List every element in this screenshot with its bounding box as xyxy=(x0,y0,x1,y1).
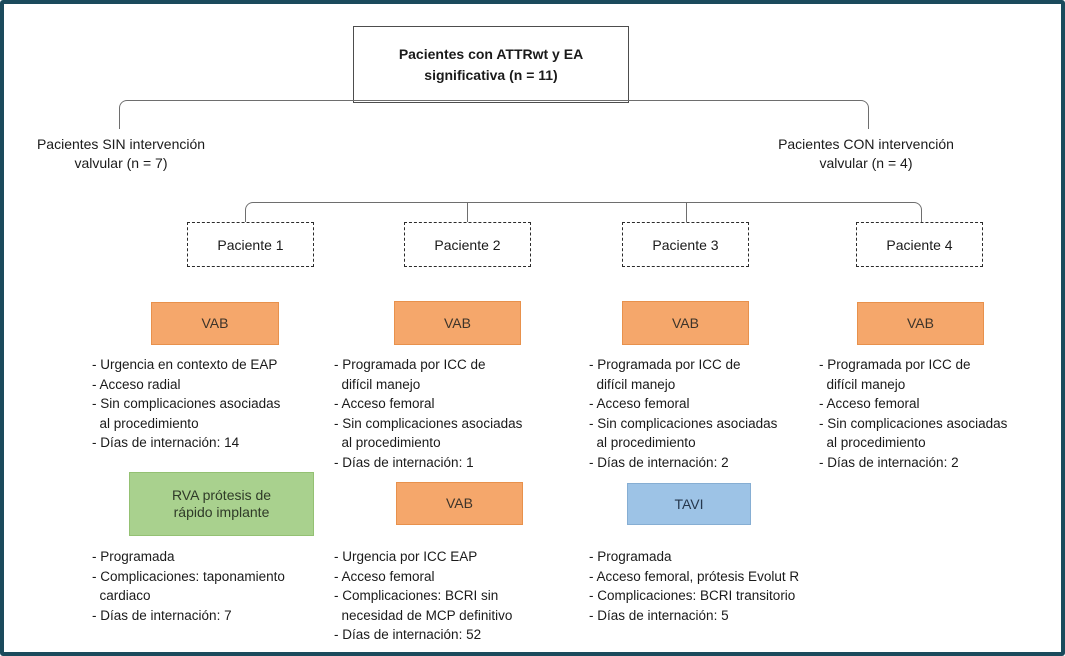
procedure-label: VAB xyxy=(444,314,471,331)
procedure-label: VAB xyxy=(907,315,934,331)
vab-box-paciente1: VAB xyxy=(151,302,279,345)
procedure-label: VAB xyxy=(201,315,229,331)
connector-tick-paciente2 xyxy=(467,202,468,222)
vab-box-paciente2-2: VAB xyxy=(396,482,523,525)
vab-box-paciente4: VAB xyxy=(857,302,984,345)
vab-box-paciente2-1: VAB xyxy=(394,301,521,345)
level1-connector xyxy=(119,100,869,129)
patient-box-3: Paciente 3 xyxy=(622,222,749,267)
details-paciente3-vab: - Programada por ICC de difícil manejo -… xyxy=(589,357,778,470)
patient-box-1: Paciente 1 xyxy=(187,222,314,267)
details-paciente3-tavi: - Programada - Acceso femoral, prótesis … xyxy=(589,549,800,623)
details-paciente2-vab1: - Programada por ICC de difícil manejo -… xyxy=(334,357,523,470)
branch-label-con-intervencion: Pacientes CON intervención valvular (n =… xyxy=(778,136,954,171)
details-paciente4-vab: - Programada por ICC de difícil manejo -… xyxy=(819,357,1008,470)
level2-connector xyxy=(245,202,922,223)
procedure-label: VAB xyxy=(672,314,699,331)
procedure-label: RVA prótesis de rápido implante xyxy=(171,487,272,520)
patient-box-2: Paciente 2 xyxy=(404,222,531,267)
branch-label-sin-intervencion: Pacientes SIN intervención valvular (n =… xyxy=(36,136,206,171)
patient-box-4: Paciente 4 xyxy=(856,222,983,267)
rva-box-paciente1: RVA prótesis de rápido implante xyxy=(129,472,314,536)
procedure-label: TAVI xyxy=(674,495,704,512)
procedure-label: VAB xyxy=(446,495,473,511)
vab-box-paciente3: VAB xyxy=(622,301,749,345)
patient-label: Paciente 2 xyxy=(434,236,501,253)
connector-tick-paciente3 xyxy=(686,202,687,222)
details-paciente2-vab2: - Urgencia por ICC EAP - Acceso femoral … xyxy=(334,549,513,642)
patient-label: Paciente 1 xyxy=(217,236,284,253)
root-node-label: Pacientes con ATTRwt y EA significativa … xyxy=(398,46,584,83)
patient-label: Paciente 4 xyxy=(886,236,953,253)
details-paciente1-vab: - Urgencia en contexto de EAP - Acceso r… xyxy=(92,357,281,450)
tavi-box-paciente3: TAVI xyxy=(627,483,751,525)
patient-label: Paciente 3 xyxy=(652,236,719,253)
root-node: Pacientes con ATTRwt y EA significativa … xyxy=(353,26,629,103)
details-paciente1-rva: - Programada - Complicaciones: taponamie… xyxy=(92,549,285,623)
